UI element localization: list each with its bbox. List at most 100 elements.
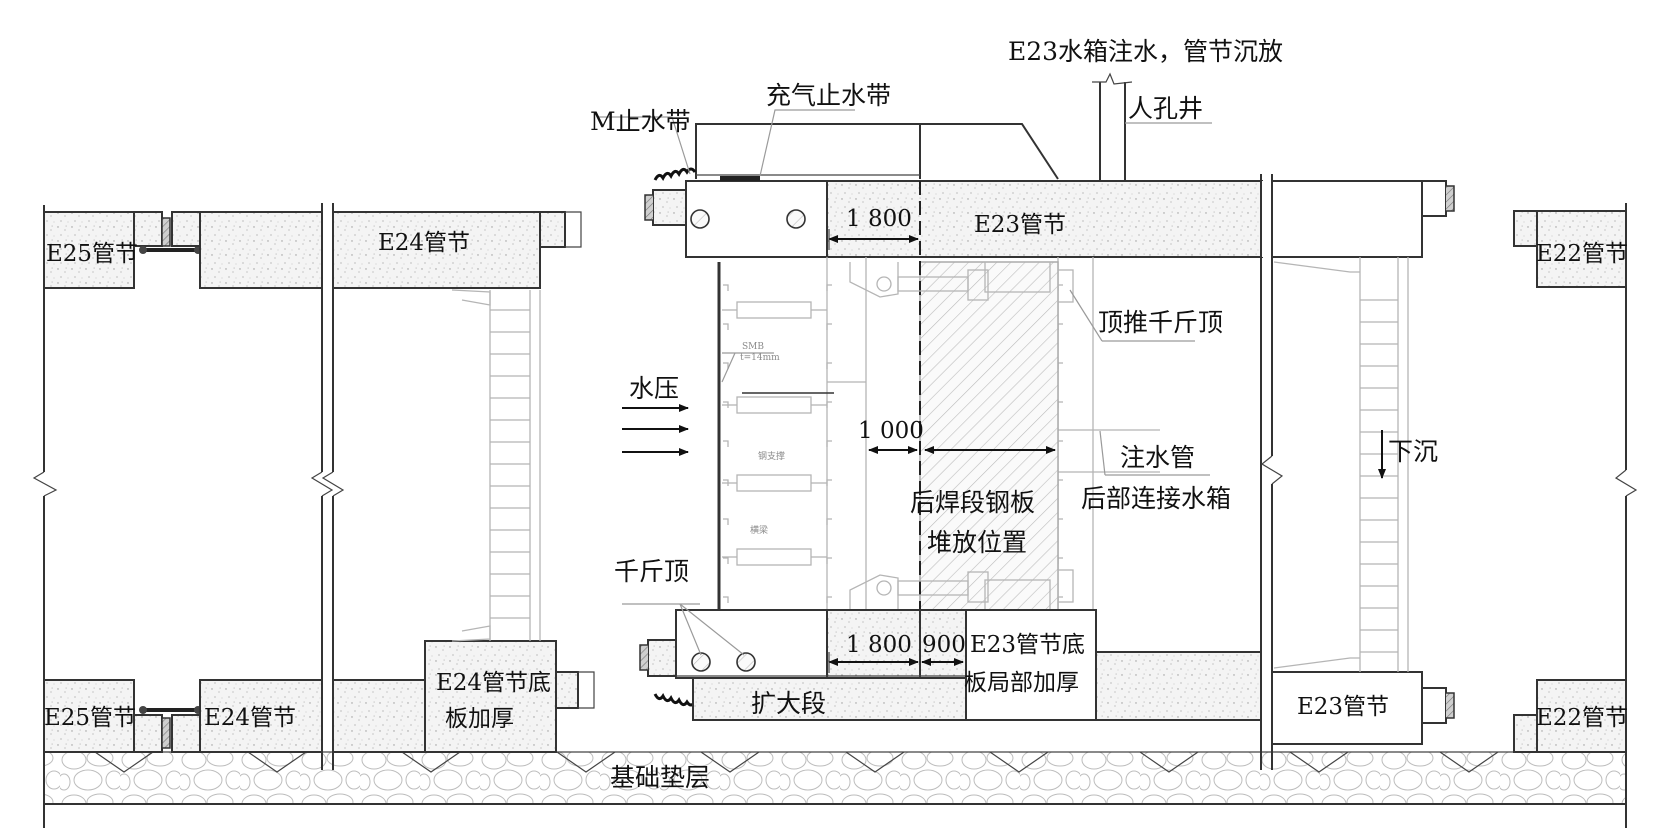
steel-plate-storage-area [919,261,1059,611]
label-e23-floor-1: E23管节底 [970,632,1085,658]
bolt-icon [786,209,806,229]
label-manhole: 人孔井 [1128,94,1203,123]
e23-end-bulkhead-top [1271,180,1423,258]
label-smw: SMB [742,342,764,352]
gina-joint-bottom-left [139,706,202,749]
label-rear-tank: 后部连接水箱 [1081,484,1231,513]
label-enlarged-section: 扩大段 [751,689,826,718]
e22-bottom-slab [1536,679,1627,753]
e23-ladder [1360,299,1398,653]
gina-joint-top-left [139,217,202,254]
label-e25-bottom: E25管节 [44,705,136,731]
stiffener-tick [723,557,729,564]
label-steel-plate-storage-1: 后焊段钢板 [910,488,1035,517]
label-foundation: 基础垫层 [610,763,710,792]
water-tank [695,123,1059,180]
e24-top-slab-left [199,211,323,289]
label-top-operation: E23水箱注水，管节沉放 [1008,37,1283,66]
foundation-notch [989,751,1049,773]
e25-segment [32,205,163,828]
label-sinking: 下沉 [1388,437,1438,466]
label-water-pipe: 注水管 [1120,443,1195,472]
stiffener-tick [723,284,729,291]
label-steel-brace: 钢支撑 [758,450,785,462]
label-cross-beam: 横梁 [750,524,768,536]
label-m-seal: M止水带 [590,107,691,136]
e22-top-slab [1536,210,1627,288]
label-steel-plate-storage-2: 堆放位置 [927,528,1027,557]
e25-top-slab [43,211,135,289]
dim-bottom-small: 900 [922,632,966,658]
e24-thickened-floor [424,640,557,753]
jacking-jack-top [849,261,1074,303]
e24-bottom-slab-left [199,679,323,753]
enlarged-section [692,677,967,721]
label-e24-bottom: E24管节 [204,705,296,731]
e22-segment [1513,203,1638,828]
foundation-notch [94,751,154,773]
stiffener-tick [723,440,729,447]
label-e24-top: E24管节 [378,230,470,256]
m-seal [653,167,697,707]
foundation-notch [401,751,461,773]
steel-strut [736,301,812,319]
e24-segment [171,203,595,770]
label-thickness: t=14mm [740,353,780,363]
stiffener-tick [723,323,729,330]
steel-strut [736,548,812,566]
stiffener-tick [826,518,832,525]
stiffener-tick [826,596,832,603]
stiffener-tick [826,323,832,330]
break-symbol [32,471,58,497]
foundation-layer [44,751,1626,805]
e24-end-frame [451,289,541,642]
stiffener-tick [826,557,832,564]
stiffener-tick [826,440,832,447]
steel-strut [736,396,812,414]
label-e24-floor-2: 板加厚 [445,706,514,732]
label-jack: 千斤顶 [614,557,689,586]
label-water-pressure: 水压 [629,374,679,403]
dimension-top [828,229,919,250]
e24-ladder [490,309,530,619]
label-inflatable-seal: 充气止水带 [766,81,891,110]
steel-strut [736,474,812,492]
stiffener-tick [723,362,729,369]
e23-bottom-group [639,609,1455,745]
e23-end-frame [1273,257,1409,672]
label-e25-top: E25管节 [46,241,138,267]
dim-mid-gap: 1 000 [858,418,924,444]
stiffener-tick [723,518,729,525]
bolt-icon [690,209,710,229]
dim-bottom-gap: 1 800 [846,632,912,658]
foundation-notch [1439,751,1499,773]
manhole-shaft [1092,72,1133,181]
bolt-icon [691,652,711,672]
bolt-icon [736,652,756,672]
stiffener-tick [826,284,832,291]
label-jacking-jack: 顶推千斤顶 [1098,308,1223,337]
stiffener-tick [826,479,832,486]
label-e23-bottom: E23管节 [1297,694,1389,720]
water-pressure-arrows [622,404,689,456]
stiffener-tick [826,362,832,369]
e24-top-slab [332,211,541,289]
label-e24-floor-1: E24管节底 [436,670,551,696]
e23-floor-local-thickening [965,609,1097,721]
e23-end-bulkhead-bottom [1271,671,1423,745]
leader-lines [597,109,1212,656]
foundation-notch [845,751,905,773]
e23-top-slab [826,180,1263,258]
label-e22-bottom: E22管节 [1536,705,1628,731]
foundation-notch [247,751,307,773]
steel-bulkhead [717,257,1160,610]
inflatable-seal [720,176,760,181]
gravel-bed [44,752,1626,804]
stiffener-tick [723,401,729,408]
stiffener-tick [723,479,729,486]
stiffener-tick [723,596,729,603]
foundation-notch [1289,751,1349,773]
label-e22-top: E22管节 [1536,241,1628,267]
stiffener-tick [826,401,832,408]
